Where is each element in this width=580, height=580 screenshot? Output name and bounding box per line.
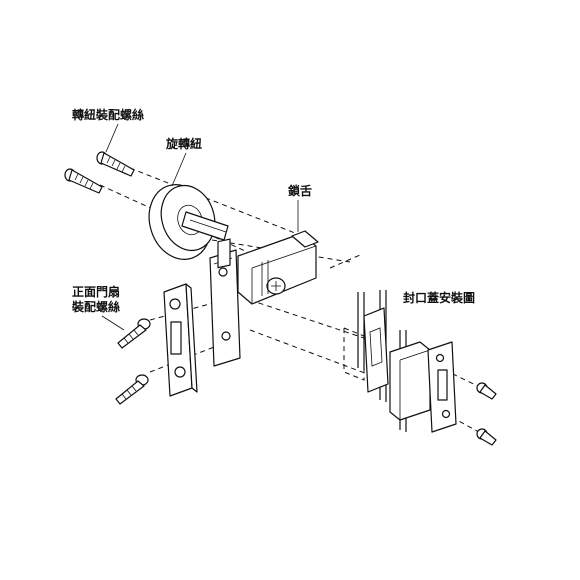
strike-screw-lower	[476, 428, 497, 446]
faceplate-screw-lower	[115, 374, 149, 405]
label-faceplate-screws-line1: 正面門扇	[72, 285, 121, 299]
label-faceplate-screws-line2: 裝配螺絲	[72, 300, 121, 314]
faceplate-part	[163, 283, 198, 397]
label-faceplate-screws: 正面門扇 裝配螺絲	[72, 285, 120, 315]
knob-screw-upper	[96, 151, 135, 177]
knob-screw-lower	[64, 168, 103, 194]
knob-part	[148, 184, 229, 260]
label-leaders	[101, 123, 299, 331]
bolt-part	[209, 230, 319, 367]
faceplate-screw-upper	[117, 318, 151, 349]
label-knob: 旋轉紐	[166, 137, 203, 151]
label-strike-cover: 封口蓋安裝圖	[403, 291, 476, 305]
label-knob-screws: 轉紐裝配螺絲	[72, 108, 145, 122]
strike-cover-inset	[343, 290, 457, 433]
label-bolt: 鎖舌	[288, 184, 313, 198]
strike-screw-upper	[476, 382, 497, 400]
